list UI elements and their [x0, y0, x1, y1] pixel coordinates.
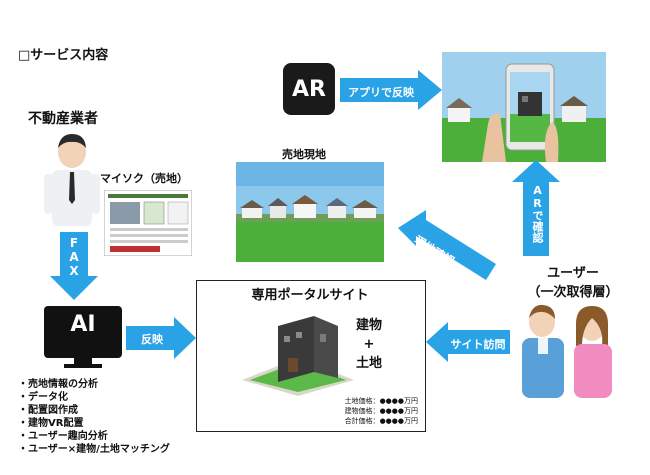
ai-label: AI — [70, 312, 96, 337]
land-confirm-arrow — [398, 210, 496, 280]
site-visit-label: サイト訪問 — [450, 338, 506, 351]
ar-app-icon: AR — [283, 63, 335, 115]
ai-reflect-label: 反映 — [141, 333, 163, 346]
site-visit-arrow — [426, 322, 510, 362]
ar-confirm-arrow — [512, 160, 560, 256]
portal-house-illustration — [242, 316, 354, 396]
ar-app-arrow — [340, 70, 442, 110]
fax-label: FAX — [67, 236, 81, 278]
price-row-building: 建物価格：●●●●万円 — [344, 407, 418, 415]
ai-monitor-icon — [44, 306, 122, 368]
price-row-land: 土地価格：●●●●万円 — [344, 397, 418, 405]
land-site-label: 売地現地 — [282, 148, 326, 161]
realtor-person-illustration — [44, 134, 100, 226]
ar-app-arrow-label: アプリで反映 — [348, 86, 414, 99]
section-title: □サービス内容 — [18, 48, 109, 63]
user-label: ユーザー （一次取得層） — [527, 266, 619, 300]
building-plus-land: 建物 + 土地 — [356, 318, 383, 371]
portal-title: 専用ポータルサイト — [251, 288, 369, 303]
ai-reflect-arrow — [126, 317, 196, 359]
ai-function-item: 売地情報の分析 — [18, 378, 170, 391]
portal-price-list: 土地価格：●●●●万円 建物価格：●●●●万円 合計価格：●●●●万円 — [298, 396, 418, 426]
fax-arrow — [50, 232, 98, 300]
user-persons-illustration — [522, 304, 612, 398]
realtor-label: 不動産業者 — [28, 111, 98, 127]
ai-function-item: データ化 — [18, 391, 170, 404]
maisoku-label: マイソク（売地） — [100, 172, 188, 185]
ai-function-list: 売地情報の分析 データ化 配置図作成 建物VR配置 ユーザー趣向分析 ユーザー×… — [18, 378, 170, 456]
maisoku-document-image — [104, 190, 192, 256]
ai-function-item: 建物VR配置 — [18, 417, 170, 430]
ai-function-item: 配置図作成 — [18, 404, 170, 417]
ai-function-item: ユーザー×建物/土地マッチング — [18, 443, 170, 456]
land-site-photo — [236, 162, 384, 262]
price-row-total: 合計価格：●●●●万円 — [344, 417, 418, 425]
ar-confirm-label: ARで確認 — [531, 184, 544, 243]
ai-function-item: ユーザー趣向分析 — [18, 430, 170, 443]
ar-phone-photo — [442, 52, 606, 162]
